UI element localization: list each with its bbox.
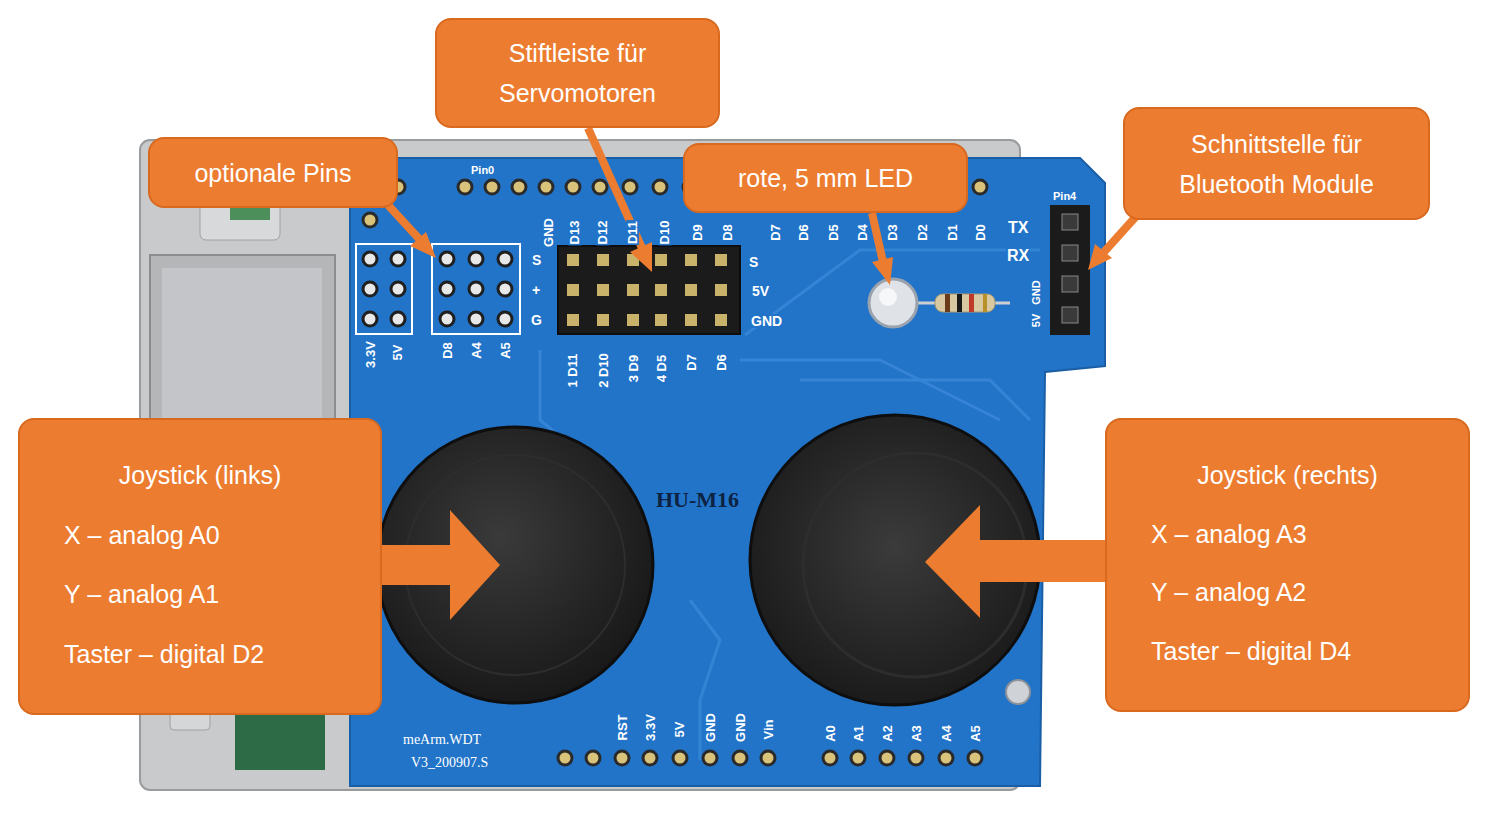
header-pins-bottom bbox=[558, 751, 982, 765]
led-resistor bbox=[869, 279, 1010, 327]
callout-box: Joystick (rechts) X – analog A3 Y – analog… bbox=[1105, 418, 1470, 712]
pin-label: RX bbox=[1006, 248, 1030, 264]
pin-label: meArm.WDT bbox=[402, 733, 482, 747]
callout-title: Schnittstelle für Bluetooth Module bbox=[1139, 124, 1414, 204]
pin-label: RST bbox=[616, 714, 629, 742]
pin-label: Pin0 bbox=[470, 165, 495, 176]
pin-label: D1 bbox=[946, 223, 959, 242]
pin-label: D3 bbox=[886, 223, 899, 242]
board-name: HU-M16 bbox=[655, 489, 740, 511]
callout-title: Stiftleiste für Servomotoren bbox=[451, 33, 704, 113]
pin-label: D6 bbox=[797, 223, 810, 242]
pin-label: 3.3V bbox=[644, 713, 657, 742]
pin-label: V3_200907.S bbox=[410, 756, 489, 770]
pin-label: GND bbox=[750, 314, 783, 328]
pin-label: 5V bbox=[391, 344, 404, 362]
pin-label: D7 bbox=[685, 353, 698, 372]
callout-box: Schnittstelle für Bluetooth Module bbox=[1123, 107, 1430, 220]
pin-label: D7 bbox=[769, 223, 782, 242]
pin-label: A4 bbox=[940, 724, 953, 743]
pin-label: D9 bbox=[691, 223, 704, 242]
callout-line: Y – analog A2 bbox=[1121, 572, 1454, 612]
pin-label: A3 bbox=[910, 724, 923, 743]
callout-box: Stiftleiste für Servomotoren bbox=[435, 18, 720, 128]
callout-title: Joystick (rechts) bbox=[1121, 455, 1454, 495]
pin-label: 3 D9 bbox=[627, 354, 640, 383]
pin-label: 1 D11 bbox=[566, 353, 579, 389]
callout-line: Taster – digital D2 bbox=[34, 634, 366, 674]
pin-label: A1 bbox=[852, 724, 865, 743]
pin-label: GND bbox=[734, 712, 747, 743]
pin-label: D4 bbox=[856, 223, 869, 242]
pin-label: D12 bbox=[596, 220, 609, 246]
callout-line: X – analog A0 bbox=[34, 515, 366, 555]
pin-label: 2 D10 bbox=[597, 352, 610, 389]
callout-line: Taster – digital D4 bbox=[1121, 631, 1454, 671]
joystick-left bbox=[377, 427, 653, 703]
pin-label: GND bbox=[542, 217, 555, 248]
bluetooth-header bbox=[1050, 205, 1090, 335]
pin-label: D2 bbox=[916, 223, 929, 242]
callout-box: optionale Pins bbox=[148, 137, 398, 208]
callout-box: Joystick (links) X – analog A0 Y – analog … bbox=[18, 418, 382, 715]
callout-line: X – analog A3 bbox=[1121, 514, 1454, 554]
pin-label: D8 bbox=[721, 223, 734, 242]
pin-label: Pin4 bbox=[1052, 191, 1077, 202]
pin-label: TX bbox=[1007, 220, 1029, 236]
optional-pin-holes bbox=[356, 244, 520, 334]
pin-label: S bbox=[531, 253, 542, 267]
pin-label: D5 bbox=[827, 223, 840, 242]
pin-label: D8 bbox=[441, 341, 454, 360]
pin-label: GND bbox=[1031, 279, 1042, 305]
pin-label: D0 bbox=[974, 223, 987, 242]
callout-line: Y – analog A1 bbox=[34, 574, 366, 614]
pin-label: 5V bbox=[1031, 313, 1042, 328]
shield-board bbox=[350, 158, 1105, 786]
leader-arrows bbox=[382, 128, 1140, 620]
pin-label: D13 bbox=[568, 220, 581, 246]
callout-box: rote, 5 mm LED bbox=[683, 143, 968, 213]
callout-title: Joystick (links) bbox=[34, 455, 366, 495]
pin-label: D10 bbox=[658, 220, 671, 246]
pin-label: G bbox=[530, 313, 543, 327]
pin-label: A5 bbox=[969, 724, 982, 743]
pin-label: D6 bbox=[715, 353, 728, 372]
mount-hole bbox=[1006, 680, 1030, 704]
pin-label: 5V bbox=[673, 721, 686, 739]
pin-label: S bbox=[748, 255, 759, 269]
pin-label: D11 bbox=[626, 220, 639, 245]
pin-label: Vin bbox=[762, 719, 775, 741]
pin-label: A2 bbox=[881, 724, 894, 743]
pin-label: 5V bbox=[751, 284, 770, 298]
pin-label: 4 D5 bbox=[655, 354, 668, 383]
pin-label: 3.3V bbox=[364, 340, 377, 369]
callout-title: rote, 5 mm LED bbox=[738, 158, 913, 198]
pin-label: + bbox=[531, 283, 541, 297]
pin-label: A0 bbox=[824, 724, 837, 743]
pin-label: A5 bbox=[499, 341, 512, 360]
callout-title: optionale Pins bbox=[194, 153, 351, 193]
pin-label: A4 bbox=[470, 341, 483, 360]
pin-label: GND bbox=[704, 712, 717, 743]
